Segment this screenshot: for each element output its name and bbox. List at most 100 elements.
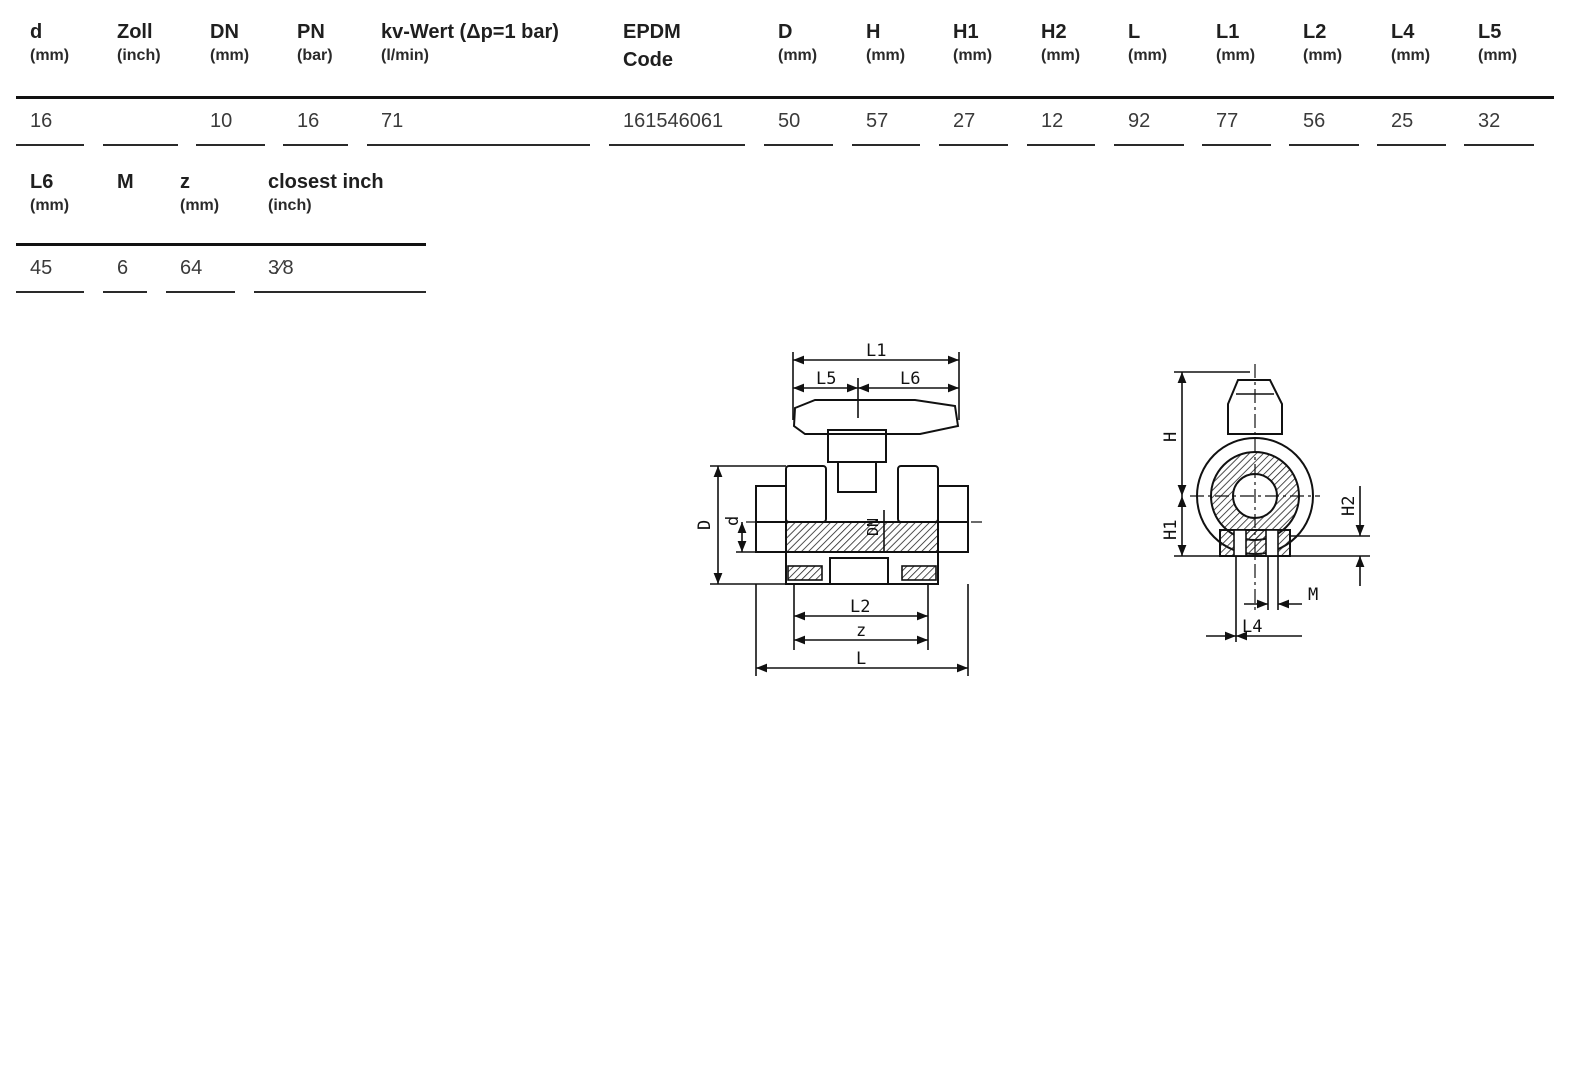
value-cell-zoll: [103, 100, 178, 146]
header-name: d: [30, 21, 43, 43]
header-name: H2: [1041, 21, 1067, 43]
value-cell-d: 16: [16, 100, 84, 146]
cell-value: 16: [297, 110, 320, 132]
header-unit: (mm): [210, 47, 250, 64]
dimension-table-1: d (mm) Zoll (inch) DN (mm) PN (bar) kv-W…: [0, 20, 1590, 150]
header-name: kv-Wert (Δp=1 bar): [381, 21, 559, 43]
col-header-M: M: [117, 170, 134, 194]
valve-front-view-drawing: L1 L5 L6 D d DN L2 z L: [695, 341, 982, 676]
header-unit: (mm): [30, 47, 70, 64]
dim-label-z: z: [856, 621, 866, 641]
header-unit: (mm): [30, 197, 70, 214]
header-unit: (mm): [1391, 47, 1431, 64]
cell-value: 64: [180, 257, 203, 279]
cell-value: 16: [30, 110, 53, 132]
header-name: EPDM: [623, 21, 681, 43]
header-name: z: [180, 171, 190, 193]
col-header-L6: L6 (mm): [30, 170, 69, 218]
header-unit: (mm): [1216, 47, 1256, 64]
header-name: M: [117, 171, 134, 193]
col-header-dn: DN (mm): [210, 20, 249, 68]
header-name: DN: [210, 21, 239, 43]
dim-label-L4: L4: [1242, 617, 1262, 637]
cell-value: 25: [1391, 110, 1414, 132]
header-unit: (mm): [180, 197, 220, 214]
col-header-H: H (mm): [866, 20, 905, 68]
header-unit: (mm): [1478, 47, 1518, 64]
dim-label-H1: H1: [1161, 520, 1181, 540]
header-name: L1: [1216, 21, 1240, 43]
header-name: L4: [1391, 21, 1415, 43]
col-header-D: D (mm): [778, 20, 817, 68]
col-header-kv: kv-Wert (Δp=1 bar) (l/min): [381, 20, 559, 68]
value-cell-L2: 56: [1289, 100, 1359, 146]
header-name: closest inch: [268, 171, 384, 193]
header-name: L6: [30, 171, 54, 193]
dim-label-L6: L6: [900, 369, 920, 389]
cell-value: 77: [1216, 110, 1239, 132]
header-name: Zoll: [117, 21, 153, 43]
col-header-H2: H2 (mm): [1041, 20, 1080, 68]
cell-value: 71: [381, 110, 404, 132]
header-name: H: [866, 21, 881, 43]
header-name: L5: [1478, 21, 1502, 43]
header-name: PN: [297, 21, 325, 43]
header-unit: (mm): [866, 47, 906, 64]
value-cell-z: 64: [166, 247, 235, 293]
value-cell-L: 92: [1114, 100, 1184, 146]
header-unit: (inch): [117, 47, 161, 64]
dim-label-L2: L2: [850, 597, 870, 617]
value-cell-pn: 16: [283, 100, 348, 146]
col-header-L: L (mm): [1128, 20, 1167, 68]
header-rule: [16, 96, 1554, 99]
header-unit: (mm): [1128, 47, 1168, 64]
header-unit: (l/min): [381, 47, 429, 64]
header-unit: (bar): [297, 47, 333, 64]
value-cell-dn: 10: [196, 100, 265, 146]
col-header-L1: L1 (mm): [1216, 20, 1255, 68]
col-header-zoll: Zoll (inch): [117, 20, 161, 68]
dim-label-L1: L1: [866, 341, 886, 361]
cell-value: 56: [1303, 110, 1326, 132]
col-header-L2: L2 (mm): [1303, 20, 1342, 68]
col-header-H1: H1 (mm): [953, 20, 992, 68]
cell-value: 161546061: [623, 110, 724, 132]
value-cell-D: 50: [764, 100, 833, 146]
value-cell-L4: 25: [1377, 100, 1446, 146]
col-header-pn: PN (bar): [297, 20, 333, 68]
dim-label-L5: L5: [816, 369, 836, 389]
cell-value: 10: [210, 110, 233, 132]
header-unit: (mm): [778, 47, 818, 64]
header-name: L2: [1303, 21, 1327, 43]
value-cell-H1: 27: [939, 100, 1008, 146]
header-unit: (mm): [1303, 47, 1343, 64]
header-name: L: [1128, 21, 1141, 43]
cell-value: 45: [30, 257, 53, 279]
dim-label-D: D: [695, 520, 715, 530]
col-header-epdm: EPDM Code: [623, 20, 681, 72]
col-header-closest-inch: closest inch (inch): [268, 170, 384, 218]
valve-side-view-drawing: H H1 H2 M L4: [1161, 364, 1370, 642]
header-unit: (mm): [1041, 47, 1081, 64]
header-unit: (inch): [268, 197, 312, 214]
value-cell-L1: 77: [1202, 100, 1271, 146]
header-unit: Code: [623, 49, 673, 71]
dim-label-H2: H2: [1339, 496, 1359, 516]
dim-label-L: L: [856, 649, 866, 669]
col-header-L4: L4 (mm): [1391, 20, 1430, 68]
value-cell-H: 57: [852, 100, 920, 146]
col-header-z: z (mm): [180, 170, 219, 218]
value-cell-L6: 45: [16, 247, 84, 293]
cell-value: 92: [1128, 110, 1151, 132]
value-cell-M: 6: [103, 247, 147, 293]
value-cell-closest-inch: 3⁄8: [254, 247, 426, 293]
col-header-L5: L5 (mm): [1478, 20, 1517, 68]
cell-value: 6: [117, 257, 129, 279]
dim-label-H: H: [1161, 432, 1181, 442]
dim-label-d: d: [723, 516, 743, 526]
cell-value: 12: [1041, 110, 1064, 132]
value-cell-L5: 32: [1464, 100, 1534, 146]
cell-value: 57: [866, 110, 889, 132]
value-cell-H2: 12: [1027, 100, 1095, 146]
header-unit: (mm): [953, 47, 993, 64]
